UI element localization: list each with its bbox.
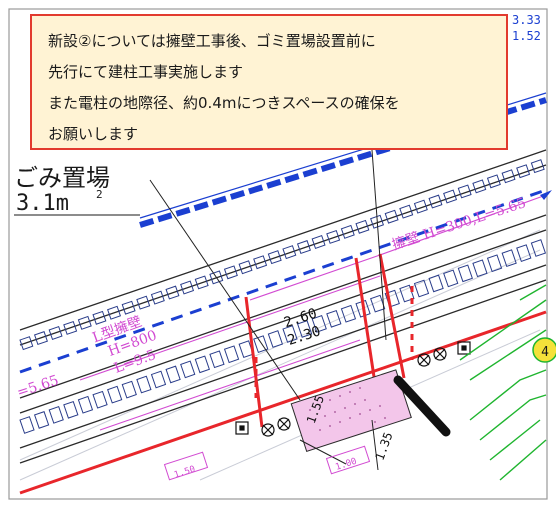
wall-segment bbox=[165, 365, 181, 384]
wall-segment bbox=[311, 314, 327, 333]
wall-segment-upper bbox=[121, 300, 136, 315]
wall-segment bbox=[121, 380, 137, 399]
wall-segment-upper bbox=[355, 219, 370, 234]
wall-segment bbox=[19, 416, 35, 434]
wall-segment-upper bbox=[443, 189, 458, 204]
wall-segment bbox=[63, 400, 79, 419]
wall-segment bbox=[516, 244, 532, 262]
wall-segment bbox=[501, 249, 517, 268]
wall-segment bbox=[92, 390, 108, 409]
wall-segment bbox=[33, 411, 50, 429]
wall-segment-upper bbox=[223, 265, 238, 280]
wall-segment-upper bbox=[48, 325, 63, 340]
wall-segment bbox=[150, 370, 167, 389]
wall-segment-upper bbox=[33, 331, 48, 346]
wall-segment bbox=[340, 304, 357, 323]
wall-segment bbox=[209, 350, 225, 369]
wall-segment bbox=[180, 360, 196, 379]
marker-number: 4 bbox=[541, 345, 549, 360]
wall-segment-upper bbox=[428, 194, 443, 209]
callout-line-4: お願いします bbox=[48, 125, 139, 143]
wall-segment bbox=[267, 330, 284, 348]
wall-segment-upper bbox=[413, 199, 428, 214]
wall-segment-upper bbox=[501, 169, 516, 184]
garbage-area-superscript: 2 bbox=[96, 188, 103, 201]
wall-segment-upper bbox=[92, 310, 107, 325]
wall-segment-upper bbox=[530, 159, 545, 174]
wall-segment bbox=[77, 395, 94, 414]
wall-segment-upper bbox=[399, 204, 414, 219]
wall-segment-upper bbox=[384, 209, 399, 224]
wall-segment bbox=[370, 294, 386, 313]
wall-segment bbox=[282, 325, 298, 343]
wall-segment-upper bbox=[209, 270, 224, 285]
wall-segment bbox=[194, 355, 210, 374]
wall-segment-upper bbox=[165, 285, 180, 300]
wall-segment-upper bbox=[311, 234, 326, 249]
wall-segment-upper bbox=[19, 336, 34, 351]
callout-line-2: 先行にて建柱工事実施します bbox=[48, 63, 244, 81]
wall-segment-upper bbox=[107, 305, 122, 320]
wall-segment-upper bbox=[282, 245, 297, 260]
wall-segment-upper bbox=[136, 295, 151, 310]
garbage-area-size: 3.1m bbox=[16, 191, 69, 216]
wall-segment bbox=[413, 279, 430, 298]
wall-segment-upper bbox=[267, 250, 282, 265]
wall-segment bbox=[428, 274, 444, 293]
wall-segment bbox=[223, 345, 240, 364]
wall-segment bbox=[486, 254, 503, 273]
wall-segment bbox=[326, 309, 342, 328]
note-callout: 新設②については擁壁工事後、ゴミ置場設置前に 先行にて建柱工事実施します また電… bbox=[30, 14, 508, 150]
wall-segment-upper bbox=[150, 290, 165, 305]
wall-segment bbox=[443, 269, 459, 288]
wall-segment-upper bbox=[516, 164, 531, 179]
top-right-value-1: 3.33 bbox=[512, 13, 541, 27]
wall-segment bbox=[136, 375, 152, 394]
wall-segment-upper bbox=[326, 229, 341, 244]
wall-segment bbox=[296, 320, 313, 338]
wall-segment-upper bbox=[238, 260, 253, 275]
wall-segment-upper bbox=[472, 179, 487, 194]
wall-segment-upper bbox=[340, 224, 355, 239]
wall-segment-upper bbox=[486, 174, 501, 189]
wall-segment-upper bbox=[370, 214, 385, 229]
callout-line-1: 新設②については擁壁工事後、ゴミ置場設置前に bbox=[48, 32, 376, 50]
top-right-value-2: 1.52 bbox=[512, 29, 541, 43]
wall-segment-upper bbox=[253, 255, 268, 270]
wall-segment-upper bbox=[77, 315, 92, 330]
wall-segment bbox=[48, 405, 64, 424]
callout-line-3: また電柱の地際径、約0.4mにつきスペースの確保を bbox=[48, 94, 400, 112]
wall-segment bbox=[457, 264, 473, 283]
wall-segment-upper bbox=[296, 240, 311, 255]
wall-segment-upper bbox=[180, 280, 195, 295]
marker-circle bbox=[532, 337, 556, 363]
wall-segment bbox=[472, 259, 488, 278]
garbage-area-label: ごみ置場 bbox=[14, 164, 110, 192]
wall-segment bbox=[530, 239, 547, 257]
wall-segment-upper bbox=[194, 275, 209, 290]
wall-segment-upper bbox=[63, 320, 78, 335]
wall-segment-upper bbox=[457, 184, 472, 199]
wall-segment bbox=[253, 335, 269, 353]
wall-segment bbox=[107, 385, 123, 404]
